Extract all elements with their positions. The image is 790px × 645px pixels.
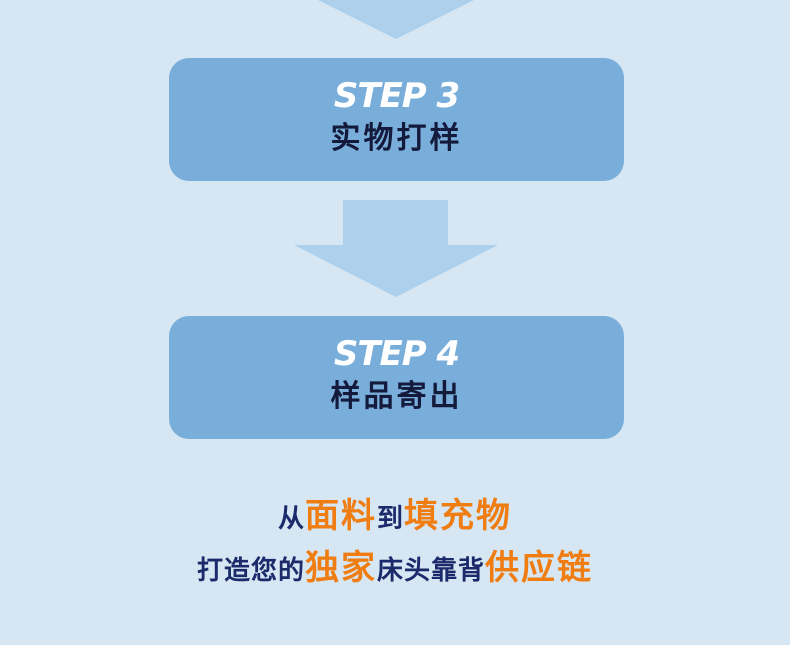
tagline-accent: 独家 (305, 548, 377, 588)
tagline-text: 床头靠背 (377, 556, 486, 586)
step-3-label: STEP 3 (333, 76, 460, 116)
tagline-accent: 填充物 (404, 496, 513, 536)
tagline-line-2: 打造您的独家床头靠背供应链 (0, 540, 790, 589)
step-3-box: STEP 3 实物打样 (169, 58, 624, 181)
tagline-text: 到 (377, 504, 405, 534)
step-4-box: STEP 4 样品寄出 (169, 316, 624, 439)
tagline-accent: 供应链 (485, 548, 594, 588)
tagline-text: 打造您的 (196, 556, 305, 586)
step-4-label: STEP 4 (333, 334, 460, 374)
arrow-top (318, 0, 474, 39)
arrow-down (294, 200, 498, 297)
step-4-title: 样品寄出 (330, 379, 463, 414)
step-3-title: 实物打样 (330, 121, 463, 156)
tagline-text: 从 (277, 504, 305, 534)
tagline-accent: 面料 (305, 496, 377, 536)
tagline-line-1: 从面料到填充物 (0, 488, 790, 537)
